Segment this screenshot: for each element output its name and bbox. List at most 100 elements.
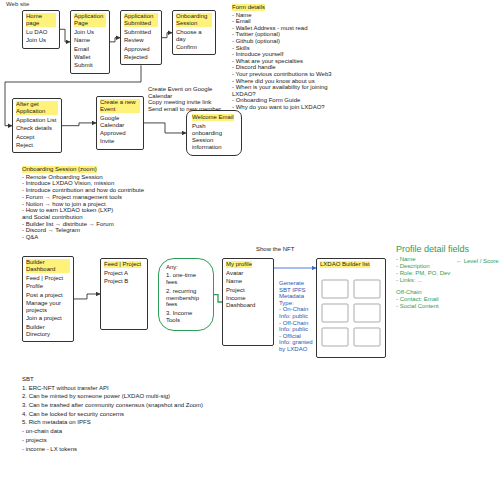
sketch-title: Web site bbox=[6, 1, 66, 8]
box-heading: Welcome Email bbox=[192, 114, 234, 121]
note-line: - How to earn LXDAO token (LXP) bbox=[22, 207, 172, 214]
flow-arrow bbox=[60, 29, 70, 42]
box-item: Check details bbox=[16, 125, 58, 132]
box-item: Builder Directory bbox=[26, 324, 70, 338]
box-item: Feed | Project bbox=[26, 275, 70, 282]
box-item: Name bbox=[74, 37, 106, 44]
note-line: Off-Chain bbox=[396, 289, 500, 296]
box-heading: Any: bbox=[166, 264, 206, 271]
note-line: Create Event on Google Calendar bbox=[148, 86, 230, 99]
note-line: - Introduce contribution and how do cont… bbox=[22, 187, 172, 194]
sbt-rules-note: SBT1. ERC-NFT without transfer API2. Can… bbox=[22, 375, 322, 453]
note-line: - Role: PM, PO, Dev bbox=[396, 270, 500, 277]
note-line: - Notion → how to join a project bbox=[22, 201, 172, 208]
note-line: and Social contribution bbox=[22, 214, 172, 221]
note-line: - Onboarding Form Guide bbox=[232, 97, 344, 104]
flow-arrow bbox=[162, 33, 172, 38]
box-item: Confirm bbox=[176, 44, 212, 51]
page-wireframe: Create a new EventGoogle CalendarApprove… bbox=[96, 96, 144, 150]
box-heading: Builder Dashboard bbox=[26, 259, 70, 273]
box-item: Reject bbox=[16, 142, 58, 149]
sbt-metadata-note: Generate SBT IPFSMetadataType:- On-Chain… bbox=[279, 280, 313, 353]
box-heading: Application Submitted bbox=[124, 13, 158, 27]
note-line: - Forum → Project management tools bbox=[22, 194, 172, 201]
box-heading: After get Application bbox=[16, 101, 58, 115]
note-line: - Why do you want to join LXDAO? bbox=[232, 104, 344, 111]
note-heading: Onboarding Session (zoom) bbox=[22, 166, 97, 173]
session-agenda-note: Onboarding Session (zoom)- Remote Onboar… bbox=[22, 166, 172, 241]
box-item: Review bbox=[124, 37, 158, 44]
box-heading: Home page bbox=[26, 13, 56, 27]
note-line: - Discord → Telegram bbox=[22, 227, 172, 234]
flow-arrow bbox=[62, 123, 96, 126]
page-wireframe: My profileAvatarNameProjectIncome Dashbo… bbox=[222, 258, 274, 346]
note-line: 1. ERC-NFT without transfer API bbox=[22, 384, 322, 393]
box-item: Email bbox=[74, 46, 106, 53]
box-item: Project A bbox=[104, 270, 144, 277]
box-item: Join Us bbox=[26, 37, 56, 44]
event-steps-note: Create Event on Google CalendarCopy meet… bbox=[148, 86, 230, 112]
note-line: - Off-Chain Info: public bbox=[279, 320, 313, 333]
flow-arrow bbox=[214, 295, 222, 302]
box-item: 2. recurring membership fees bbox=[166, 288, 206, 309]
note-line: - Skills bbox=[232, 45, 344, 52]
note-line: - Description bbox=[396, 263, 500, 270]
fee-note-blob: Any:1. one-time fees 2. recurring members… bbox=[158, 258, 214, 331]
note-heading: Form details bbox=[232, 4, 265, 11]
page-wireframe: LXDAO Builder list bbox=[316, 258, 386, 358]
note-line: 4. Can be locked for security concerns bbox=[22, 410, 322, 419]
note-line: - Name bbox=[232, 12, 344, 19]
box-item: 1. one-time fees bbox=[166, 272, 206, 286]
box-item: Approved bbox=[100, 130, 140, 137]
note-line: - Social Content bbox=[396, 303, 500, 310]
box-item: Avatar bbox=[226, 270, 270, 277]
page-wireframe: Home pageLu DAOJoin Us bbox=[22, 10, 60, 49]
box-item: 3. Income Tools bbox=[166, 310, 206, 324]
profile-field-note: Profile detail fields- Name- Description… bbox=[396, 244, 500, 310]
box-item: Name bbox=[226, 278, 270, 285]
box-heading: Create a new Event bbox=[100, 99, 140, 113]
box-heading: Application Page bbox=[74, 13, 106, 27]
note-line: - income - LX tokens bbox=[22, 445, 322, 454]
email-box: Welcome EmailPush onboarding Session inf… bbox=[186, 110, 242, 156]
note-line: - Email bbox=[232, 18, 344, 25]
box-heading: Feed | Project bbox=[104, 261, 141, 268]
note-line: ← Level / Score bbox=[456, 258, 500, 265]
page-wireframe: Application SubmittedSubmittedReviewAppr… bbox=[120, 10, 162, 65]
box-item: Project bbox=[226, 287, 270, 294]
box-item: Join a project bbox=[26, 315, 70, 322]
note-line: - Wallet Address - must read bbox=[232, 25, 344, 32]
note-line: - Github (optional) bbox=[232, 38, 344, 45]
note-line: - Where did you know about us bbox=[232, 78, 344, 85]
box-item: Join Us bbox=[74, 29, 106, 36]
note-line: - Official Info: granted by LXDAO bbox=[279, 333, 313, 353]
box-item: Submit bbox=[74, 62, 106, 69]
note-line: - on-chain data bbox=[22, 427, 322, 436]
note-line: - Introduce LXDAO Vision, mission bbox=[22, 180, 172, 187]
box-item: Wallet bbox=[74, 54, 106, 61]
box-item: Approved bbox=[124, 46, 158, 53]
box-item: Push onboarding Session information bbox=[192, 123, 236, 151]
box-item: Rejected bbox=[124, 54, 158, 61]
note-line: - projects bbox=[22, 436, 322, 445]
level-note: ← Level / Score bbox=[456, 258, 500, 265]
page-wireframe: Application PageJoin UsNameEmailWalletSu… bbox=[70, 10, 110, 74]
note-heading: Profile detail fields bbox=[396, 244, 500, 254]
note-line: - What are your specialties bbox=[232, 58, 344, 65]
builder-cards bbox=[322, 280, 380, 346]
form-field-note: Form details- Name- Email- Wallet Addres… bbox=[232, 4, 344, 111]
note-line: - When is your availability for joining … bbox=[232, 84, 344, 97]
flow-arrow bbox=[74, 294, 100, 299]
box-item: Manage your projects bbox=[26, 300, 70, 314]
note-line: 5. Rich metadata on IPFS bbox=[22, 418, 322, 427]
note-line: - Links: ... bbox=[396, 277, 500, 284]
note-line: Generate SBT IPFS bbox=[279, 280, 313, 293]
note-line: Copy meeting invite link bbox=[148, 99, 230, 106]
note-line: Send email to new member bbox=[148, 106, 230, 113]
box-item: Submitted bbox=[124, 29, 158, 36]
note-line: Type: bbox=[279, 300, 313, 307]
annotation-note: Show the NFT bbox=[256, 246, 306, 253]
page-wireframe: Builder DashboardFeed | ProjectProfilePo… bbox=[22, 256, 74, 342]
note-line: - Twitter (optional) bbox=[232, 31, 344, 38]
box-heading: My profile bbox=[226, 261, 252, 268]
